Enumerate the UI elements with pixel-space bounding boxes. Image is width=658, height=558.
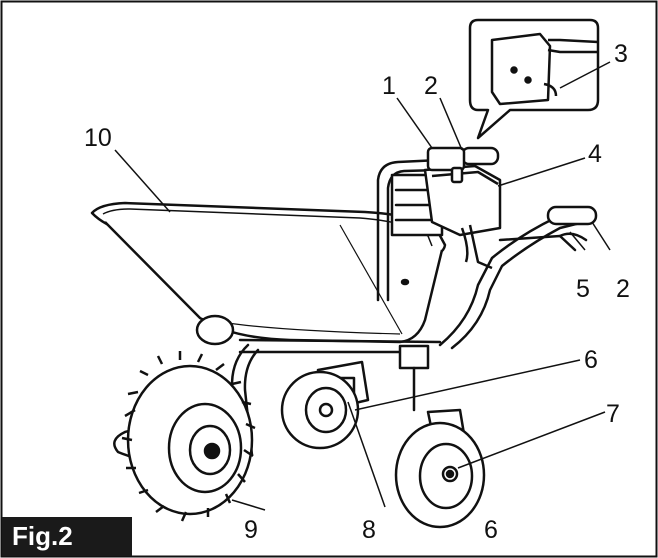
- callout-3: 3: [614, 40, 628, 68]
- callout-7: 7: [606, 400, 620, 428]
- figure-label: Fig.2: [2, 517, 132, 556]
- callout-5: 5: [576, 275, 590, 303]
- caster-wheel: [394, 408, 486, 529]
- rear-wheel: [195, 314, 360, 450]
- front-wheel: [121, 351, 256, 522]
- callout-10: 10: [84, 124, 112, 152]
- callout-2-right: 2: [616, 275, 630, 303]
- callout-4: 4: [588, 140, 602, 168]
- callout-6-lower: 6: [484, 516, 498, 544]
- detail-inset: [468, 18, 600, 140]
- callout-2-top: 2: [424, 72, 438, 100]
- callout-9: 9: [244, 516, 258, 544]
- control-box: [423, 146, 502, 270]
- leader-lines: [114, 61, 611, 511]
- callout-6-upper: 6: [584, 346, 598, 374]
- callout-1: 1: [382, 72, 396, 100]
- callout-8: 8: [362, 516, 376, 544]
